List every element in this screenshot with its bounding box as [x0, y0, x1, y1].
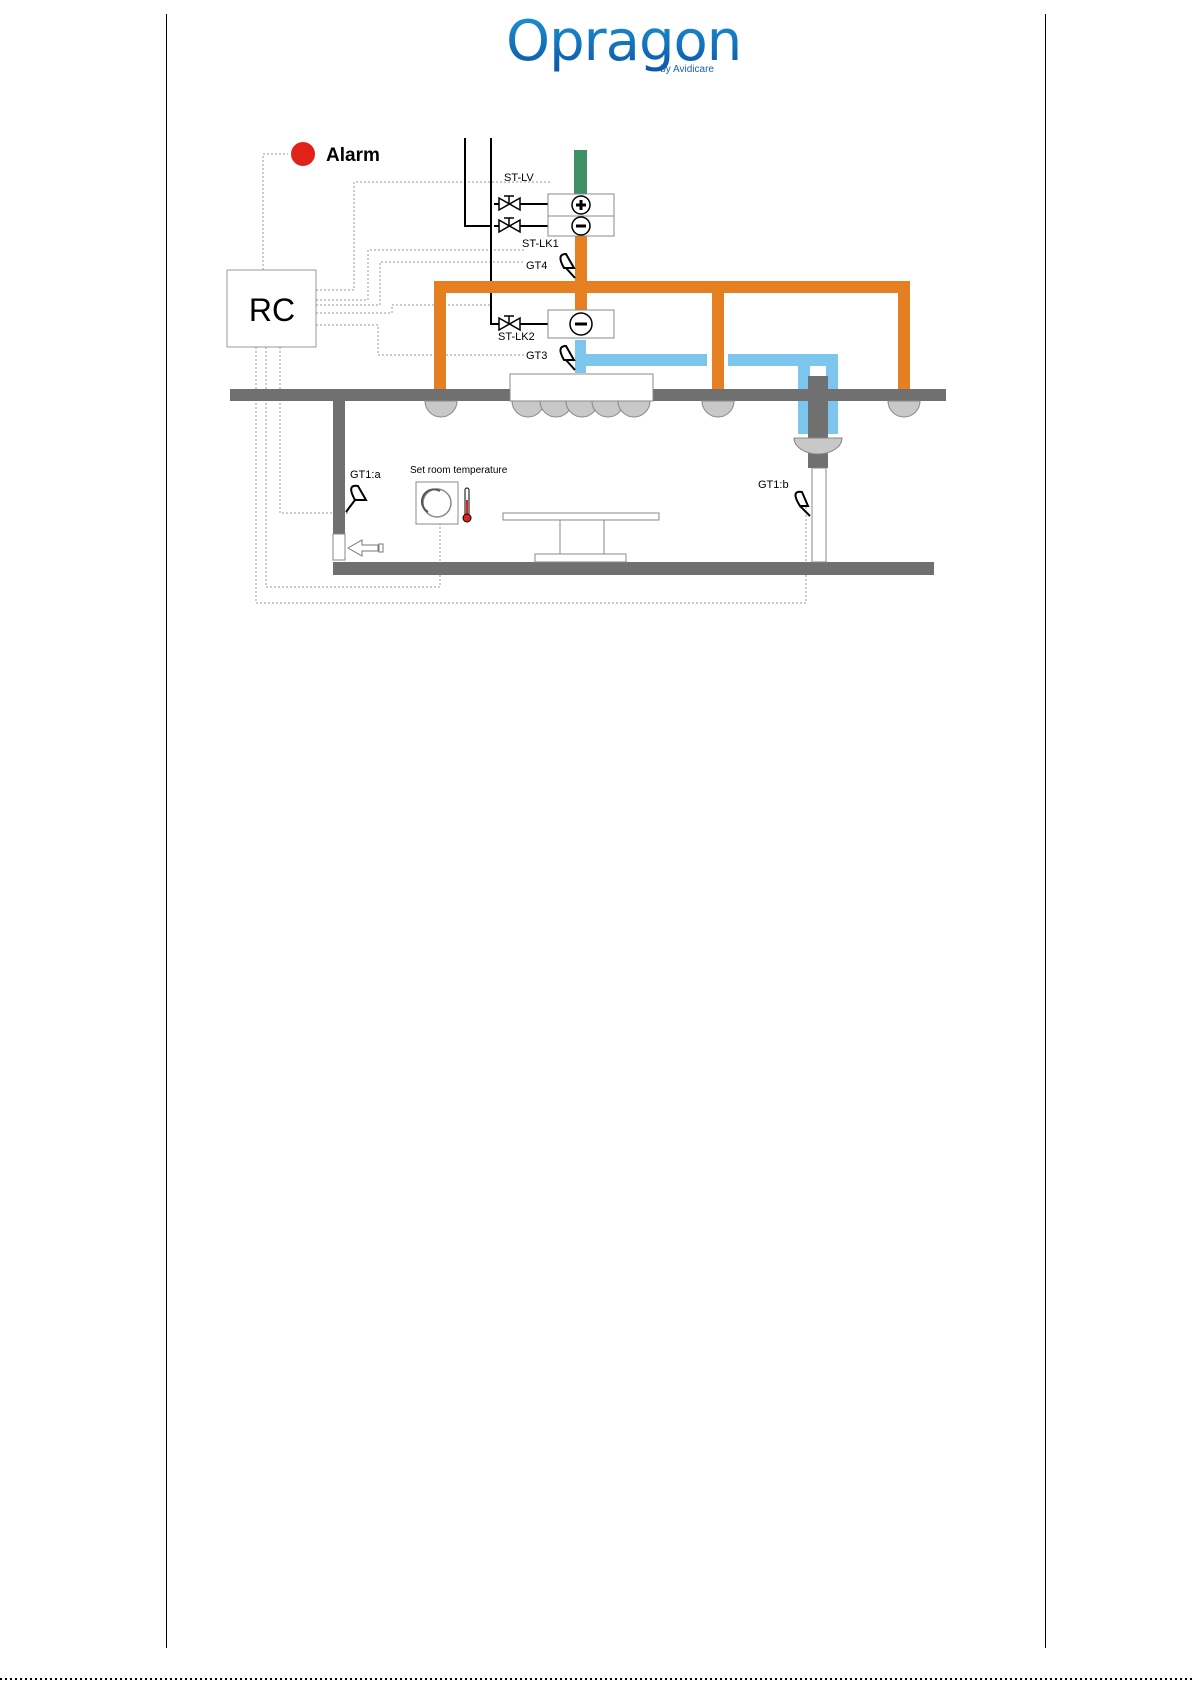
diffuser-3: [888, 401, 920, 417]
sensor-gt3: [560, 346, 575, 370]
laminar-air-unit: [510, 374, 653, 417]
exhaust-arrow: [348, 540, 383, 556]
thermometer-icon: [463, 488, 471, 522]
label-set-room-temperature: Set room temperature: [410, 465, 508, 476]
coil-cooling-1: [548, 216, 614, 236]
floor-slab: [333, 562, 934, 575]
label-gt3: GT3: [526, 350, 547, 362]
diffuser-2: [702, 401, 734, 417]
valve-st-lv: [499, 196, 520, 210]
label-gt1b: GT1:b: [758, 479, 789, 491]
diffuser-1: [425, 401, 457, 417]
label-gt4: GT4: [526, 260, 547, 272]
sensor-gt1a: [346, 486, 366, 512]
control-cables: [465, 138, 548, 324]
operating-table: [503, 513, 659, 562]
supply-duct: [434, 236, 910, 401]
label-gt1a: GT1:a: [350, 469, 381, 481]
sensor-gt1b: [795, 492, 810, 516]
valve-st-lk2: [499, 316, 520, 330]
exhaust-grille-left: [333, 534, 345, 560]
label-st-lk1: ST-LK1: [522, 238, 559, 250]
room-temperature-dial[interactable]: [416, 482, 458, 524]
exhaust-column-right: [812, 468, 826, 562]
alarm-label: Alarm: [326, 145, 380, 166]
coil-cooling-2: [548, 310, 614, 338]
alarm-indicator: [291, 142, 315, 166]
valve-st-lk1: [499, 218, 520, 232]
hot-water-pipe: [574, 150, 587, 194]
rc-label: RC: [249, 292, 295, 328]
wall-left: [333, 401, 345, 534]
sensor-gt4: [560, 254, 575, 278]
label-st-lk2: ST-LK2: [498, 331, 535, 343]
label-st-lv: ST-LV: [504, 172, 534, 184]
coil-heating: [548, 194, 614, 216]
